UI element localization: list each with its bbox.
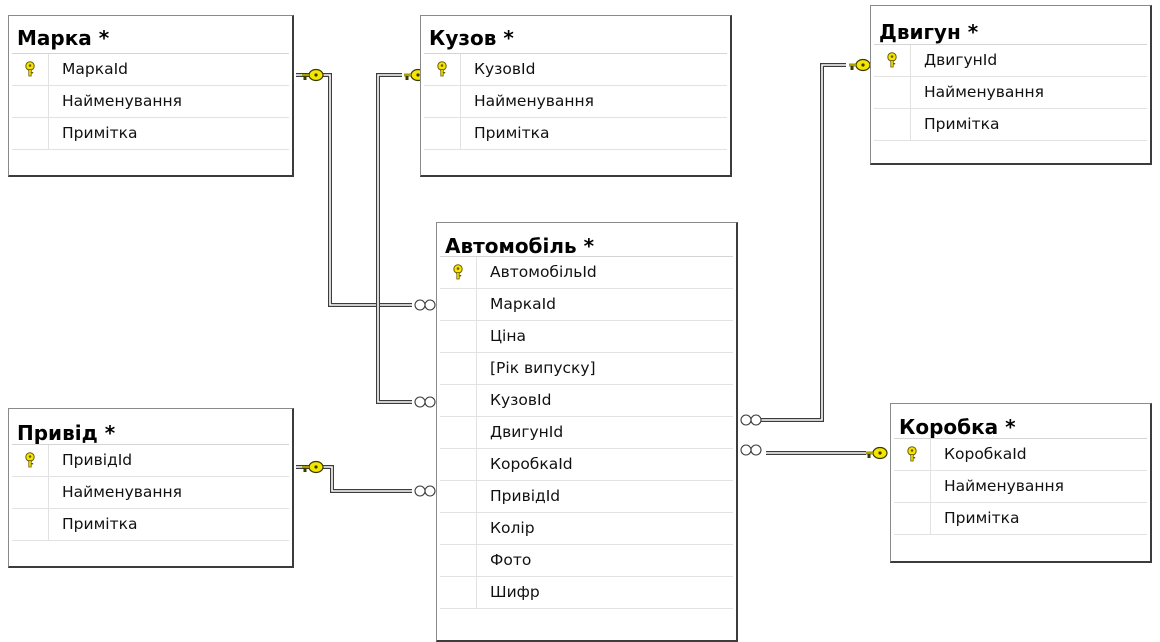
field-row[interactable]: КоробкаId	[440, 449, 733, 481]
field-name: ДвигунId	[924, 51, 998, 69]
field-row[interactable]: Найменування	[874, 77, 1147, 109]
primary-key-icon	[436, 61, 448, 77]
field-name: КузовId	[490, 391, 552, 409]
relationship-key-icon	[302, 68, 324, 82]
table-korobka[interactable]: Коробка * КоробкаId Найменування Примітк…	[890, 403, 1152, 563]
field-name: Примітка	[944, 509, 1020, 527]
field-row[interactable]: ДвигунId	[874, 45, 1147, 77]
field-row[interactable]: Примітка	[424, 118, 727, 150]
field-name: Найменування	[944, 477, 1064, 495]
primary-key-icon	[24, 452, 36, 468]
field-row[interactable]: КузовId	[424, 54, 727, 86]
primary-key-icon	[906, 446, 918, 462]
table-dvygun[interactable]: Двигун * ДвигунId Найменування Примітка	[870, 5, 1152, 165]
field-name: Найменування	[62, 92, 182, 110]
field-row[interactable]: МаркаId	[12, 54, 289, 86]
field-name: КузовId	[474, 60, 536, 78]
field-name: Фото	[490, 551, 532, 569]
field-grid: ДвигунId Найменування Примітка	[874, 44, 1147, 141]
field-row[interactable]: ПривідId	[440, 481, 733, 513]
field-name: ПривідId	[62, 451, 133, 469]
field-name: МаркаId	[490, 295, 556, 313]
field-name: Шифр	[490, 583, 540, 601]
field-row[interactable]: Найменування	[424, 86, 727, 118]
relationship-key-icon	[849, 58, 871, 72]
field-row[interactable]: ДвигунId	[440, 417, 733, 449]
field-name: Найменування	[924, 83, 1044, 101]
field-row[interactable]: Примітка	[894, 503, 1147, 535]
relationship-kuzov-avtomobil[interactable]	[376, 73, 412, 404]
field-grid: МаркаId Найменування Примітка	[12, 53, 289, 150]
table-title: Двигун *	[879, 20, 979, 44]
field-name: АвтомобільId	[490, 263, 597, 281]
field-name: Примітка	[62, 515, 138, 533]
relationship-many-icon	[414, 299, 436, 311]
field-row[interactable]: Примітка	[874, 109, 1147, 141]
field-row[interactable]: Найменування	[894, 471, 1147, 503]
relationship-many-icon	[740, 414, 762, 426]
relationship-dvygun-avtomobil[interactable]	[760, 63, 846, 422]
primary-key-icon	[452, 264, 464, 280]
relationship-key-icon	[302, 460, 324, 474]
relationship-many-icon	[414, 485, 436, 497]
field-row[interactable]: Ціна	[440, 321, 733, 353]
field-row[interactable]: КоробкаId	[894, 439, 1147, 471]
field-name: Найменування	[474, 92, 594, 110]
field-name: Колір	[490, 519, 535, 537]
relationship-many-icon	[740, 444, 762, 456]
primary-key-icon	[24, 61, 36, 77]
table-title: Привід *	[17, 421, 116, 445]
field-name: Ціна	[490, 327, 526, 345]
field-row[interactable]: Примітка	[12, 118, 289, 150]
field-grid: АвтомобільId МаркаId Ціна [Рік випуску] …	[440, 256, 733, 640]
relationship-key-icon	[866, 446, 888, 460]
field-grid: ПривідId Найменування Примітка	[12, 444, 289, 541]
field-row[interactable]: [Рік випуску]	[440, 353, 733, 385]
field-name: Примітка	[62, 124, 138, 142]
field-grid: КузовId Найменування Примітка	[424, 53, 727, 150]
field-row[interactable]: Шифр	[440, 577, 733, 609]
table-avtomobil[interactable]: Автомобіль * АвтомобільId МаркаId Ціна […	[436, 222, 738, 642]
relationship-many-icon	[414, 396, 436, 408]
table-marka[interactable]: Марка * МаркаId Найменування Примітка	[8, 15, 294, 177]
field-name: КоробкаId	[490, 455, 573, 473]
field-row[interactable]: МаркаId	[440, 289, 733, 321]
field-name: Найменування	[62, 483, 182, 501]
field-row[interactable]: Примітка	[12, 509, 289, 541]
field-name: ДвигунId	[490, 423, 564, 441]
field-name: КоробкаId	[944, 445, 1027, 463]
table-title: Автомобіль *	[445, 234, 595, 258]
field-row[interactable]: Колір	[440, 513, 733, 545]
field-row[interactable]: Фото	[440, 545, 733, 577]
field-name: ПривідId	[490, 487, 561, 505]
field-row[interactable]: Найменування	[12, 86, 289, 118]
table-title: Коробка *	[899, 415, 1016, 439]
field-grid: КоробкаId Найменування Примітка	[894, 438, 1147, 535]
field-row[interactable]: АвтомобільId	[440, 257, 733, 289]
field-row[interactable]: Найменування	[12, 477, 289, 509]
field-name: Примітка	[474, 124, 550, 142]
table-title: Марка *	[17, 26, 110, 50]
relationship-marka-avtomobil[interactable]	[296, 73, 412, 307]
table-kuzov[interactable]: Кузов * КузовId Найменування Примітка	[420, 15, 732, 177]
field-name: МаркаId	[62, 60, 128, 78]
field-row[interactable]: КузовId	[440, 385, 733, 417]
primary-key-icon	[886, 52, 898, 68]
table-pryvid[interactable]: Привід * ПривідId Найменування Примітка	[8, 408, 294, 568]
field-name: Примітка	[924, 115, 1000, 133]
field-name: [Рік випуску]	[490, 359, 596, 377]
field-row[interactable]: ПривідId	[12, 445, 289, 477]
table-title: Кузов *	[429, 26, 514, 50]
